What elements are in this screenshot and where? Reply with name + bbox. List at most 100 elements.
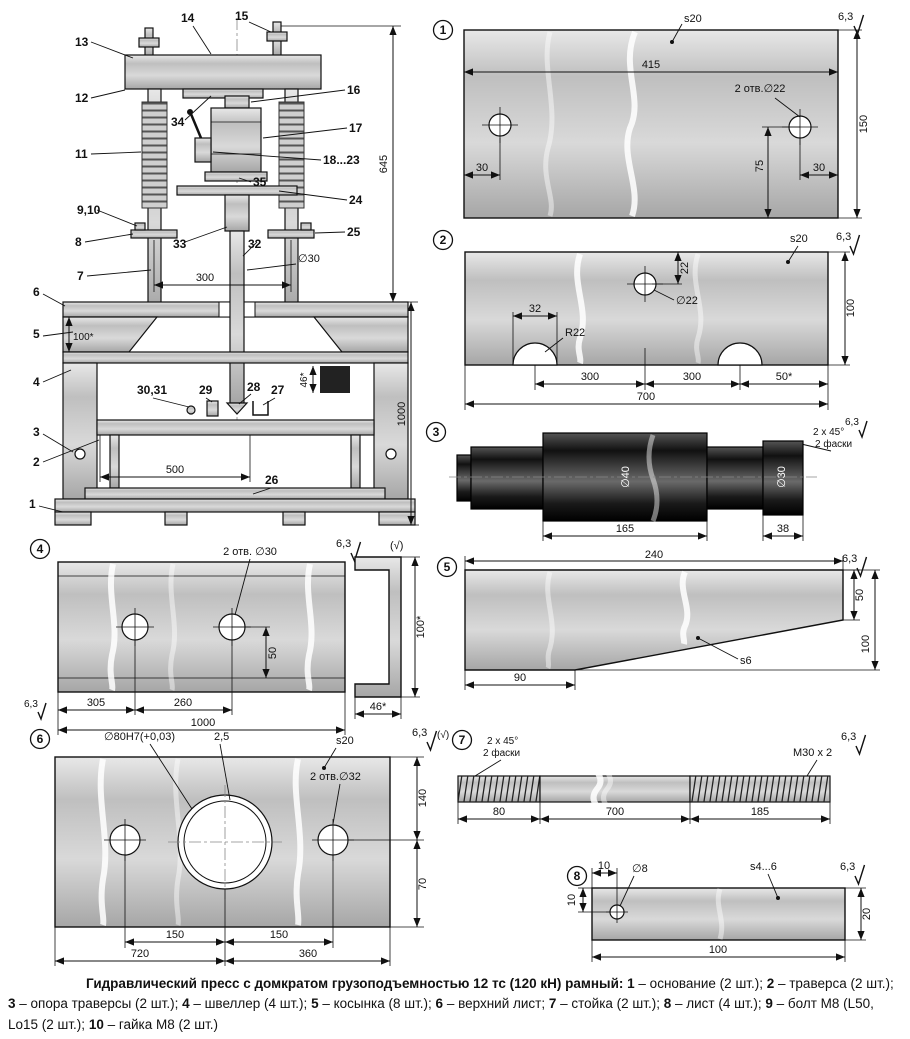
dim-20: 20 [861,908,873,920]
label-1: 1 [29,497,36,511]
dim-360: 360 [299,948,317,960]
label-27: 27 [271,383,285,397]
caption-part-3: 3 – опора траверсы (2 шт.); [8,996,183,1012]
roughness-check-icon [37,702,47,722]
foot [378,511,416,526]
notch-right [717,342,763,366]
roughness-check-icon [854,864,866,886]
label-34: 34 [171,115,185,129]
channel-right [373,362,409,500]
detail-6-badge [29,728,51,750]
label-14: 14 [181,11,195,25]
bolt-13 [138,27,160,57]
post-left [109,434,120,489]
dim-10-left: 10 [566,894,578,906]
label-4: 4 [33,375,40,389]
label-13: 13 [75,35,89,49]
label-3: 3 [33,425,40,439]
dim-dia40: ∅40 [620,466,632,488]
caption-part-1: 1 – основание (2 шт.); [627,976,767,991]
caption-part-10: 10 – гайка М8 (2 шт.) [88,1016,219,1032]
roughness-mark-top: 6,3 [336,538,351,550]
dim-1000: 1000 [191,717,215,729]
label-2: 2 [33,455,40,469]
label-35: 35 [253,175,267,189]
roughness-check-icon [849,234,861,256]
chamfer-note-2: 2 фаски [815,438,852,450]
bore-note: ∅80H7(+0,03) [104,731,175,743]
support-hole-left [74,448,86,460]
label-7: 7 [77,269,84,283]
dim-150a: 150 [166,929,184,941]
detail-7-number: 7 [459,733,466,747]
base-plate [54,498,416,513]
bolt-15 [266,21,288,57]
detail-6-number: 6 [37,732,44,746]
frame-band [62,351,409,364]
label-25: 25 [347,225,361,239]
traverse-beam [124,54,322,90]
dim-dia30: ∅30 [298,253,320,265]
caption-part-9: 9 – болт М8 (L50, Lo15 (2 шт.); [8,996,874,1032]
detail-5-number: 5 [444,560,451,574]
dim-240: 240 [645,550,663,561]
detail-5-badge [436,556,458,578]
roughness-mark: 6,3 [842,553,857,565]
rest-surfaces-mark: (√) [390,540,403,552]
roughness-mark: 6,3 [838,11,853,23]
rod-middle [539,775,691,803]
holes-note: 2 отв.∅32 [310,771,361,783]
gusset-right [312,316,409,353]
roughness-mark: 6,3 [412,727,427,739]
chamfer-note-1: 2 x 45° [487,736,518,747]
plate-2 [464,251,829,366]
shelf-26 [84,487,386,500]
roughness-check-icon [856,556,868,578]
chamfer-note-2: 2 фаски [483,747,520,759]
dim-260: 260 [174,697,192,709]
detail-7: 7 6,3 2 x 45° 2 фаски M30 x 2 80 700 185 [451,729,867,824]
material-s20: s20 [684,13,702,25]
channel-front-view [57,561,346,693]
nut-9-10 [134,222,146,231]
foot [164,511,188,526]
dim-1000: 1000 [396,402,408,426]
dim-305: 305 [87,697,105,709]
material-s20: s20 [336,735,354,747]
dim-100: 100* [415,615,427,638]
shaft-left-section [470,446,544,510]
detail-1: 1 6,3 415 s20 2 отв.∅22 30 75 30 150 [432,11,870,219]
detail-3-badge [425,421,447,443]
material-s6: s6 [740,655,752,667]
detail-4-badge [29,538,51,560]
detail-7-badge [451,729,473,751]
roughness-mark: 6,3 [836,231,851,243]
spring-left [141,101,168,209]
label-5: 5 [33,327,40,341]
dim-22: 22 [679,262,691,274]
roughness-mark: 6,3 [840,861,855,873]
label-29: 29 [199,383,213,397]
holes-note: 2 отв. ∅30 [223,546,277,558]
detail-1-badge [432,19,454,41]
foot [54,511,92,526]
label-9-10: 9,10 [77,203,101,217]
dim-100: 100 [860,635,872,653]
die-parts [186,400,269,417]
detail-3: 3 6,3 2 x 45° 2 фаски ∅40 ∅30 165 38 [425,417,868,541]
detail-4-number: 4 [37,542,44,556]
detail-8-badge [566,865,588,887]
dim-10-top: 10 [598,860,610,872]
caption-part-2: 2 – траверса (2 шт.); [766,976,894,991]
detail-4: 4 6,3 (√) 2 отв. ∅30 50 100* 46* 305 260… [24,538,427,735]
dim-165: 165 [616,523,634,535]
square-opening [320,366,350,393]
dim-dia8: ∅8 [632,863,648,875]
label-18-23: 18...23 [323,153,360,167]
roughness-mark: 6,3 [841,731,856,743]
label-30-31: 30,31 [137,383,167,397]
shaft-right-section [706,446,764,510]
dim-50: 50* [776,371,793,383]
dim-30-right: 30 [813,162,825,174]
detail-8: 8 6,3 10 ∅8 s4...6 20 10 100 [566,860,873,962]
